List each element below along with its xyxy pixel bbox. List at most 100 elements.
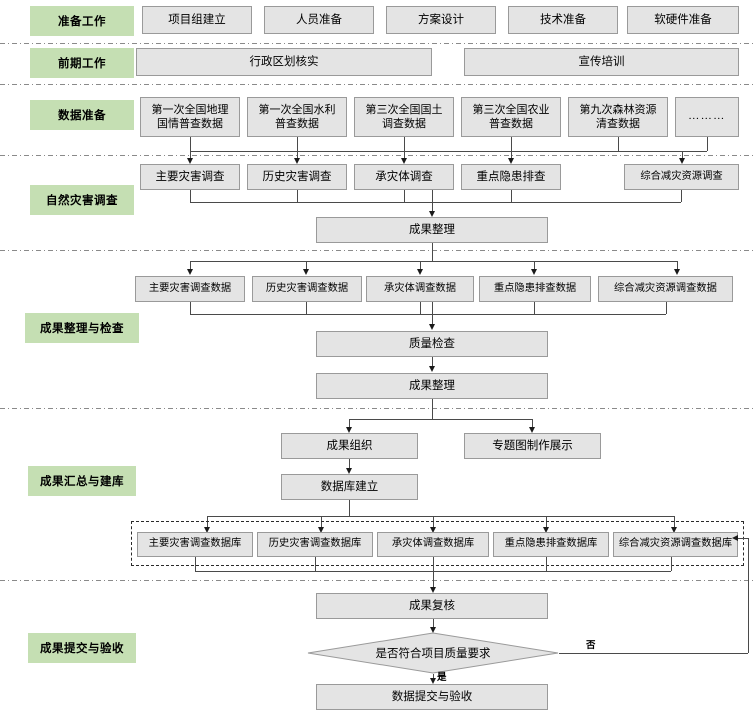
connector-stub-2 <box>297 137 298 151</box>
node-hazard-database[interactable]: 重点隐患排查数据库 <box>493 532 609 557</box>
node-main-disaster-data[interactable]: 主要灾害调查数据 <box>135 276 245 302</box>
connector-qc-down <box>432 302 433 328</box>
node-agri-census-data[interactable]: 第三次全国农业 普查数据 <box>461 97 561 137</box>
arrowhead-branch-right <box>528 427 535 433</box>
node-comprehensive-resource-data[interactable]: 综合减灾资源调查数据 <box>598 276 733 302</box>
arrowhead-merge <box>428 211 435 217</box>
node-land-survey-data[interactable]: 第三次全国国土 调查数据 <box>354 97 454 137</box>
node-text: 第一次全国地理 国情普查数据 <box>151 103 229 130</box>
arrowhead-review-decision <box>429 627 436 633</box>
node-tech-prep[interactable]: 技术准备 <box>508 6 618 34</box>
node-comprehensive-resource-survey[interactable]: 综合减灾资源调查 <box>624 164 739 190</box>
node-final-submission[interactable]: 数据提交与验收 <box>316 684 548 710</box>
arrowhead-split-1 <box>186 269 193 275</box>
connector-split-2 <box>306 261 307 272</box>
arrowhead-qc <box>428 324 435 330</box>
decision-quality-requirement[interactable]: 是否符合项目质量要求 <box>307 632 559 674</box>
node-more-data[interactable]: ……… <box>675 97 739 137</box>
arrowhead-db-3 <box>429 527 436 533</box>
connector-stub-6 <box>707 137 708 151</box>
node-publicity-training[interactable]: 宣传培训 <box>464 48 739 76</box>
node-result-organization[interactable]: 成果组织 <box>281 433 418 459</box>
node-historic-disaster-data[interactable]: 历史灾害调查数据 <box>252 276 362 302</box>
node-main-disaster-survey[interactable]: 主要灾害调查 <box>140 164 240 190</box>
node-quality-check[interactable]: 质量检查 <box>316 331 548 357</box>
node-plan-design[interactable]: 方案设计 <box>386 6 496 34</box>
database-group-box <box>131 521 744 566</box>
connector-merge-stub-4 <box>511 190 512 202</box>
node-water-census-data[interactable]: 第一次全国水利 普查数据 <box>247 97 347 137</box>
section-separator-3 <box>0 155 755 156</box>
connector-merge-stub-1 <box>190 190 191 202</box>
connector-split-down <box>432 243 433 261</box>
connector-qc-stub-5 <box>666 302 667 314</box>
arrowhead-2 <box>293 158 300 164</box>
arrowhead-split-5 <box>673 269 680 275</box>
connector-down-3 <box>404 151 405 161</box>
connector-no-up <box>748 538 749 653</box>
section-separator-4 <box>0 250 755 251</box>
connector-qc-stub-1 <box>190 302 191 314</box>
edge-label-yes: 是 <box>437 673 447 683</box>
arrowhead-1 <box>186 158 193 164</box>
connector-down-5 <box>682 151 683 161</box>
node-comprehensive-resource-database[interactable]: 综合减灾资源调查数据库 <box>613 532 738 557</box>
arrowhead-split-4 <box>530 269 537 275</box>
connector-merge-stub-3 <box>404 190 405 202</box>
connector-qc-stub-2 <box>306 302 307 314</box>
connector-stub-4 <box>511 137 512 151</box>
connector-branch-left <box>349 419 350 429</box>
connector-dbmerge-5 <box>671 557 672 571</box>
node-forest-resource-data[interactable]: 第九次森林资源 清查数据 <box>568 97 668 137</box>
node-personnel[interactable]: 人员准备 <box>264 6 374 34</box>
node-historic-disaster-database[interactable]: 历史灾害调查数据库 <box>257 532 373 557</box>
node-text: 第一次全国水利 普查数据 <box>258 103 336 130</box>
connector-no-right <box>559 653 748 654</box>
arrowhead-5 <box>678 158 685 164</box>
arrowhead-4 <box>507 158 514 164</box>
section-separator-6 <box>0 580 755 581</box>
connector-down-2 <box>297 151 298 161</box>
node-main-disaster-database[interactable]: 主要灾害调查数据库 <box>137 532 253 557</box>
connector-split-3 <box>420 261 421 272</box>
section-separator-1 <box>0 43 755 44</box>
node-admin-division-check[interactable]: 行政区划核实 <box>136 48 432 76</box>
node-survey-result-arrange[interactable]: 成果整理 <box>316 217 548 243</box>
node-historic-disaster-survey[interactable]: 历史灾害调查 <box>247 164 347 190</box>
connector-db-down <box>349 500 350 516</box>
connector-db-4 <box>546 516 547 530</box>
node-result-review[interactable]: 成果复核 <box>316 593 548 619</box>
connector-down-4 <box>511 151 512 161</box>
stage-label-result-database: 成果汇总与建库 <box>28 466 136 496</box>
arrowhead-3 <box>400 158 407 164</box>
connector-stub-1 <box>190 137 191 151</box>
section-separator-2 <box>0 84 755 85</box>
node-project-team[interactable]: 项目组建立 <box>142 6 252 34</box>
node-hazard-investigation[interactable]: 重点隐患排查 <box>461 164 561 190</box>
node-bearer-database[interactable]: 承灾体调查数据库 <box>377 532 489 557</box>
node-thematic-map[interactable]: 专题图制作展示 <box>464 433 601 459</box>
node-text: 第三次全国农业 普查数据 <box>472 103 550 130</box>
node-database-build[interactable]: 数据库建立 <box>281 474 418 500</box>
connector-qc-stub-3 <box>420 302 421 314</box>
connector-branch-right <box>532 419 533 429</box>
arrowhead-db-5 <box>670 527 677 533</box>
arrowhead-db-1 <box>203 527 210 533</box>
node-hazard-data[interactable]: 重点隐患排查数据 <box>479 276 591 302</box>
node-hw-sw-prep[interactable]: 软硬件准备 <box>627 6 739 34</box>
section-separator-5 <box>0 408 755 409</box>
stage-label-early-work: 前期工作 <box>30 48 134 78</box>
node-bearer-data[interactable]: 承灾体调查数据 <box>366 276 474 302</box>
stage-label-result-check: 成果整理与检查 <box>25 313 139 343</box>
arrowhead-dbmerge <box>429 587 436 593</box>
node-result-arrange[interactable]: 成果整理 <box>316 373 548 399</box>
node-bearer-survey[interactable]: 承灾体调查 <box>354 164 454 190</box>
connector-split-1 <box>190 261 191 272</box>
connector-dbmerge-4 <box>546 557 547 571</box>
connector-dbmerge-2 <box>315 557 316 571</box>
connector-stub-3 <box>404 137 405 151</box>
connector-db-bus <box>207 516 674 517</box>
connector-merge-down <box>432 190 433 215</box>
connector-org-to-db <box>349 459 350 470</box>
node-geo-census-data[interactable]: 第一次全国地理 国情普查数据 <box>140 97 240 137</box>
